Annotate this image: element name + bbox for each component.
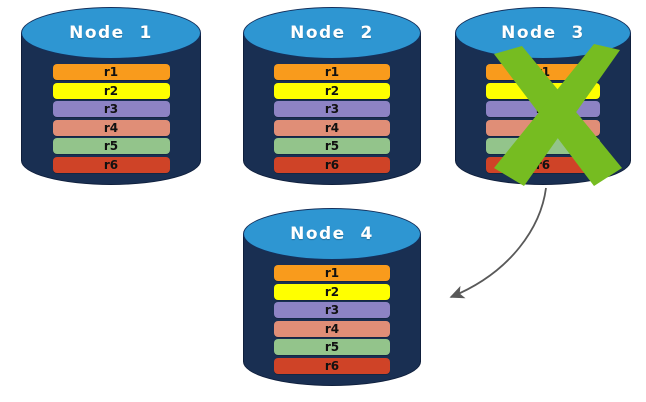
node-4-row-r6: r6	[274, 357, 390, 374]
node-2-label: Node 2	[290, 23, 374, 43]
node-2-row-r6: r6	[274, 156, 390, 173]
node-1[interactable]: Node 1 r1 r2 r3 r4 r5 r6	[21, 7, 201, 185]
node-4-row-r5: r5	[274, 339, 390, 355]
node-1-row-r4: r4	[52, 119, 170, 136]
node-4[interactable]: Node 4 r1 r2 r3 r4 r5 r6	[243, 208, 421, 386]
node-3-row-r4: r4	[485, 119, 601, 136]
node-3-label: Node 3	[501, 23, 585, 43]
node-2-row-r3: r3	[274, 101, 390, 117]
node-3-row-r6: r6	[485, 156, 601, 173]
node-3-row-r5: r5	[485, 138, 601, 154]
node-3-row-r1: r1	[485, 64, 601, 80]
node-4-rows: r1 r2 r3 r4 r5 r6	[274, 265, 390, 376]
node-4-cylinder-top	[243, 208, 421, 260]
node-2-row-r5: r5	[274, 138, 390, 154]
node-1-row-r2: r2	[52, 82, 170, 99]
node-4-row-r1: r1	[274, 265, 390, 281]
node-4-label: Node 4	[290, 224, 374, 244]
node-1-cylinder-top	[21, 7, 201, 59]
node-1-row-r1: r1	[52, 64, 170, 80]
node-2-cylinder-top	[243, 7, 421, 59]
node-4-row-r3: r3	[274, 302, 390, 318]
node-4-row-r2: r2	[274, 283, 390, 300]
node-1-rows: r1 r2 r3 r4 r5 r6	[52, 64, 170, 175]
node-1-row-r3: r3	[52, 101, 170, 117]
node-1-row-r5: r5	[52, 138, 170, 154]
node-3[interactable]: Node 3 r1 r2 r3 r4 r5 r6	[455, 7, 631, 185]
node-3-row-r2: r2	[485, 82, 601, 99]
node-1-row-r6: r6	[52, 156, 170, 173]
node-2-row-r1: r1	[274, 64, 390, 80]
node-1-label: Node 1	[69, 23, 153, 43]
node-2-rows: r1 r2 r3 r4 r5 r6	[274, 64, 390, 175]
node-3-rows: r1 r2 r3 r4 r5 r6	[485, 64, 601, 175]
node-2-row-r2: r2	[274, 82, 390, 99]
node-2[interactable]: Node 2 r1 r2 r3 r4 r5 r6	[243, 7, 421, 185]
node-3-row-r3: r3	[485, 101, 601, 117]
node-2-row-r4: r4	[274, 119, 390, 136]
node-4-row-r4: r4	[274, 320, 390, 337]
